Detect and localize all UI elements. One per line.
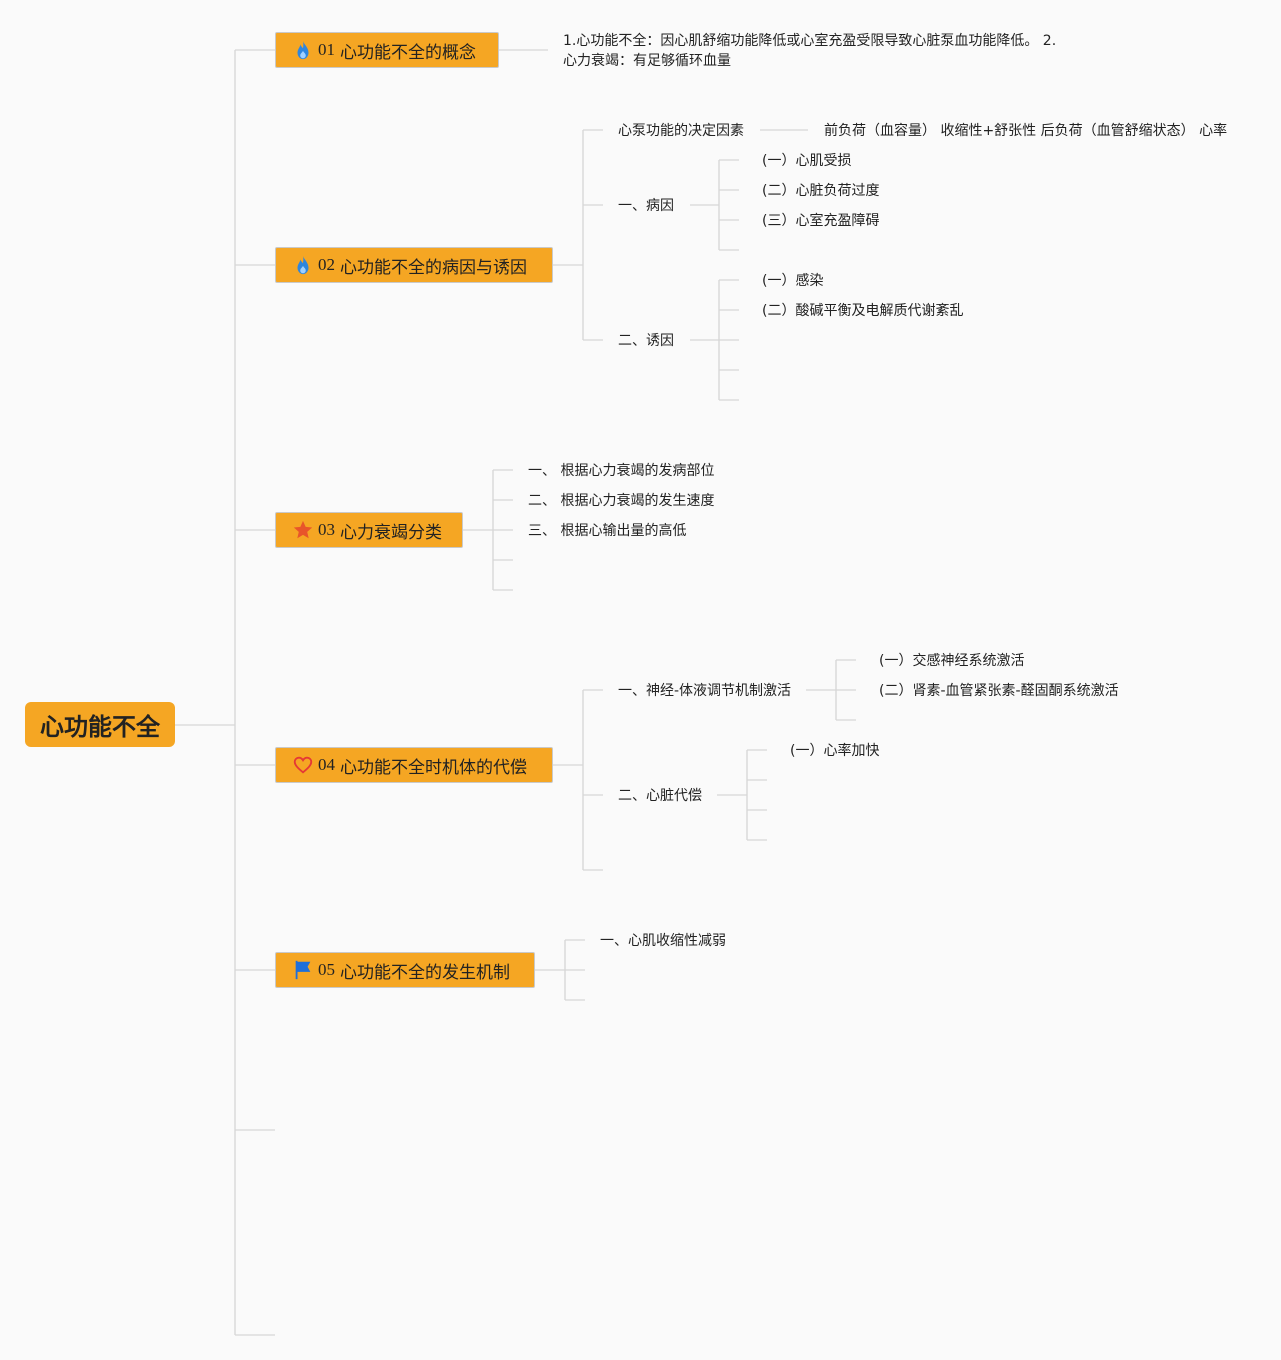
branch-node-02[interactable]: 02 心功能不全的病因与诱因 <box>275 247 553 283</box>
concept-line-2: 心力衰竭：有足够循环血量 <box>563 53 731 69</box>
neuro-item: (一）交感神经系统激活 <box>879 653 1025 669</box>
branch-node-04[interactable]: 04 心功能不全时机体的代偿 <box>275 747 553 783</box>
concept-line-1: 1.心功能不全：因心肌舒缩功能降低或心室充盈受限导致心脏泵血功能降低。 2. <box>563 33 1057 49</box>
branch-number: 03 <box>318 520 335 539</box>
heart-icon <box>292 754 314 776</box>
trigger-item: (二）酸碱平衡及电解质代谢紊乱 <box>762 303 964 319</box>
branch-label: 心功能不全的发生机制 <box>340 962 510 983</box>
root-node[interactable]: 心功能不全 <box>25 702 175 747</box>
cause-item: (三）心室充盈障碍 <box>762 213 880 229</box>
branch-node-01[interactable]: 01 心功能不全的概念 <box>275 32 499 68</box>
classification-item: 二、 根据心力衰竭的发生速度 <box>528 493 715 509</box>
cause-item: (二）心脏负荷过度 <box>762 183 880 199</box>
star-icon <box>292 519 314 541</box>
flame-icon <box>292 39 314 61</box>
branch-number: 02 <box>318 255 335 274</box>
branch-number: 01 <box>318 40 335 59</box>
branch-node-03[interactable]: 03 心力衰竭分类 <box>275 512 463 548</box>
cardiac-item: (一）心率加快 <box>790 743 880 759</box>
neuro-humoral-node[interactable]: 一、神经-体液调节机制激活 <box>618 683 792 699</box>
flag-icon <box>292 959 314 981</box>
mechanism-item: 一、心肌收缩性减弱 <box>600 933 726 949</box>
branch-number: 05 <box>318 960 335 979</box>
branch-number: 04 <box>318 755 335 774</box>
flame-icon <box>292 254 314 276</box>
branch-label: 心功能不全的概念 <box>340 42 476 63</box>
cause-node[interactable]: 一、病因 <box>618 198 674 214</box>
classification-item: 三、 根据心输出量的高低 <box>528 523 687 539</box>
branch-label: 心功能不全时机体的代偿 <box>340 757 527 778</box>
pump-factors-node[interactable]: 心泵功能的决定因素 <box>618 123 744 139</box>
cardiac-compensation-node[interactable]: 二、心脏代偿 <box>618 788 702 804</box>
neuro-item: (二）肾素-血管紧张素-醛固酮系统激活 <box>879 683 1119 699</box>
branch-node-05[interactable]: 05 心功能不全的发生机制 <box>275 952 535 988</box>
pump-factors-detail: 前负荷（血容量） 收缩性+舒张性 后负荷（血管舒缩状态） 心率 <box>824 123 1228 139</box>
trigger-node[interactable]: 二、诱因 <box>618 333 674 349</box>
branch-label: 心功能不全的病因与诱因 <box>340 257 527 278</box>
classification-item: 一、 根据心力衰竭的发病部位 <box>528 463 715 479</box>
cause-item: (一）心肌受损 <box>762 153 852 169</box>
trigger-item: (一）感染 <box>762 273 824 289</box>
branch-label: 心力衰竭分类 <box>340 522 442 543</box>
